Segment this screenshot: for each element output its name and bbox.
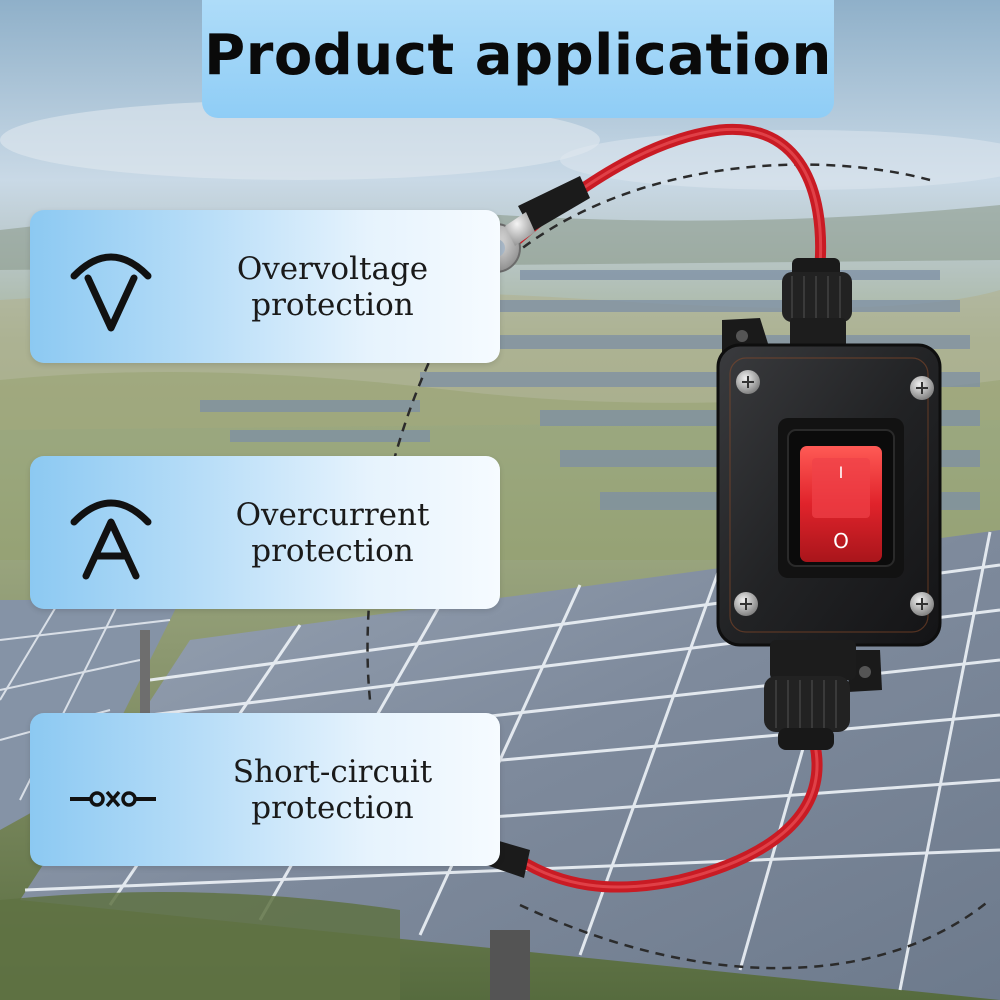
housing-screws: [734, 370, 934, 616]
feature-card-short-circuit: Short-circuit protection: [30, 713, 500, 866]
feature-line2: protection: [251, 532, 414, 569]
feature-line2: protection: [251, 789, 414, 826]
page-title: Product application: [204, 22, 832, 88]
feature-label: Overcurrent protection: [180, 456, 485, 609]
feature-line2: protection: [251, 286, 414, 323]
title-banner: Product application: [202, 0, 834, 118]
short-circuit-icon: [70, 790, 156, 808]
feature-label: Short-circuit protection: [180, 713, 485, 866]
feature-line1: Overcurrent: [235, 496, 430, 533]
feature-card-overcurrent: Overcurrent protection: [30, 456, 500, 609]
overcurrent-a-icon: [70, 499, 152, 580]
feature-line1: Short-circuit: [232, 753, 433, 790]
switch-off-mark: O: [833, 529, 849, 553]
feature-line1: Overvoltage: [236, 250, 429, 287]
overvoltage-v-icon: [70, 253, 152, 332]
feature-card-overvoltage: Overvoltage protection: [30, 210, 500, 363]
waterproof-switch-device: I O: [716, 258, 942, 750]
switch-on-mark: I: [839, 463, 844, 482]
feature-label: Overvoltage protection: [180, 210, 485, 363]
